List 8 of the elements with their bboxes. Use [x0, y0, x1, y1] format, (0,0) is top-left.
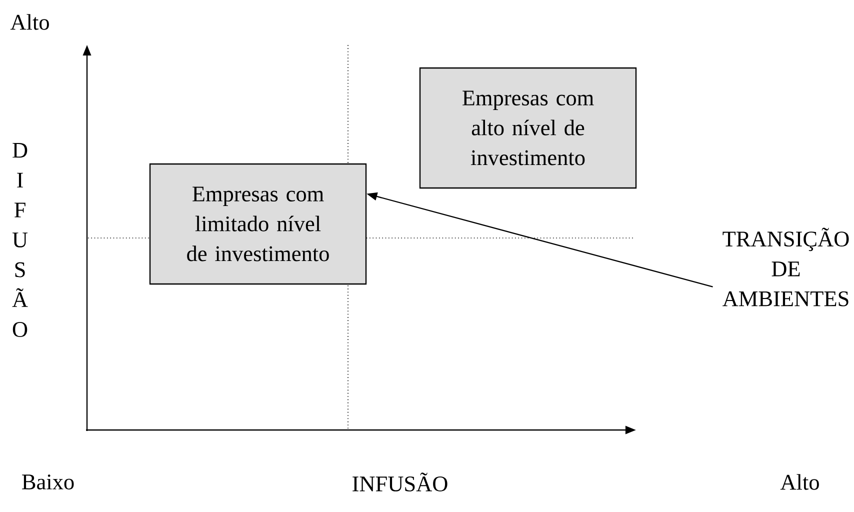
axis-label: Alto	[780, 474, 819, 490]
axis-label: INFUSÃO	[352, 472, 448, 492]
axis-title: DIFUSÃO	[12, 142, 28, 338]
quadrant-box: Empresas com limitado nível de investimento	[149, 163, 367, 285]
axis-label: Baixo	[22, 474, 74, 490]
axis-label: Alto	[10, 14, 49, 30]
quadrant-box: Empresas com alto nível de investimento	[419, 67, 637, 189]
transition-label: TRANSIÇÃO DE AMBIENTES	[722, 228, 849, 306]
